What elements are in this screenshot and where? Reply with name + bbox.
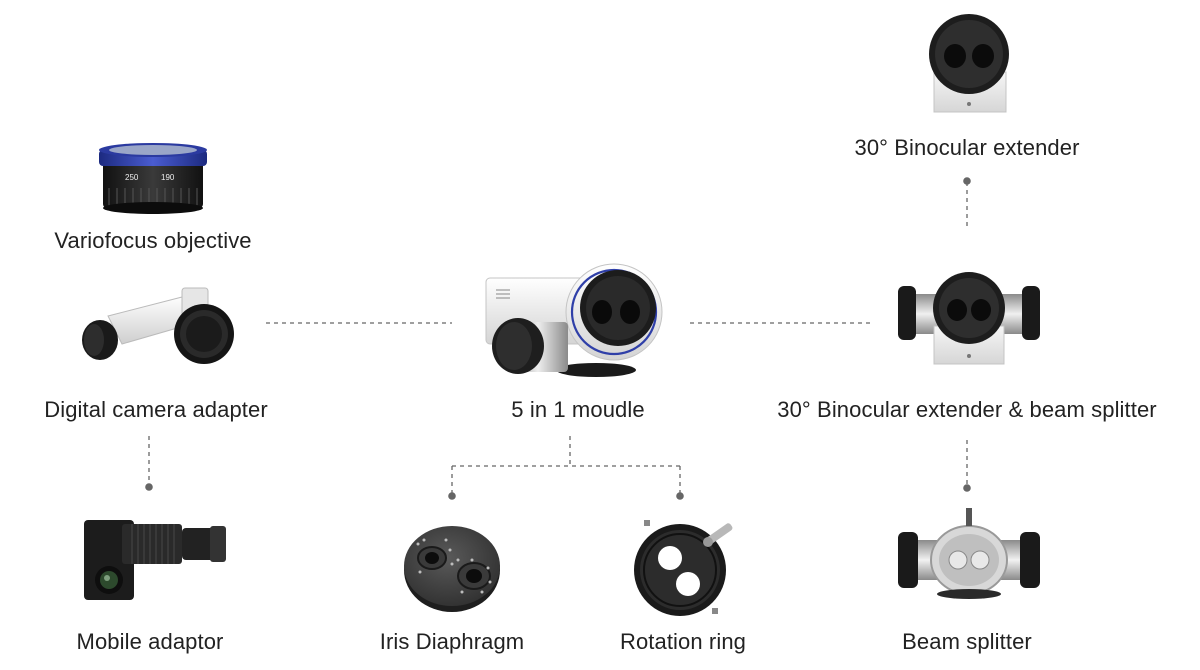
binocular-extender-icon [926, 12, 1012, 118]
node-label-binocular-split: 30° Binocular extender & beam splitter [777, 397, 1157, 422]
node-label-variofocus: Variofocus objective [54, 228, 252, 253]
variofocus-objective-icon: 250 190 [95, 140, 211, 216]
svg-text:190: 190 [161, 173, 175, 182]
connector-dot [676, 492, 684, 500]
connector-dot [963, 177, 971, 185]
mobile-adaptor-icon [82, 510, 230, 604]
node-label-camera: Digital camera adapter [44, 397, 268, 422]
digital-camera-adapter-icon [78, 282, 238, 368]
iris-diaphragm-icon [402, 520, 502, 614]
binocular-beam-splitter-icon [898, 268, 1040, 368]
node-label-beam: Beam splitter [902, 629, 1032, 654]
svg-text:250: 250 [125, 173, 139, 182]
node-label-binocular: 30° Binocular extender [854, 135, 1080, 160]
connector-dot [963, 484, 971, 492]
beam-splitter-icon [896, 508, 1042, 604]
node-label-iris: Iris Diaphragm [379, 629, 525, 654]
connector-dot [448, 492, 456, 500]
rotation-ring-icon [630, 516, 742, 620]
node-label-center: 5 in 1 moudle [511, 397, 645, 422]
node-label-rotation: Rotation ring [619, 629, 747, 654]
node-label-mobile: Mobile adaptor [76, 629, 224, 654]
five-in-one-module-icon [484, 256, 664, 380]
connector-dot [145, 483, 153, 491]
